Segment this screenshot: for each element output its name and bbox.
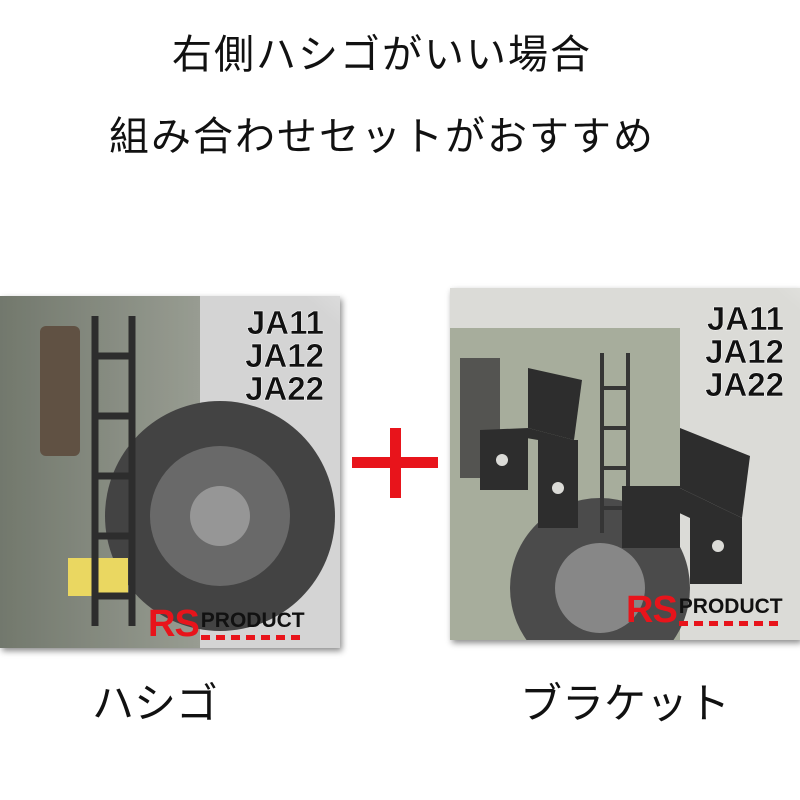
headline-line-2: 組み合わせセットがおすすめ [109,114,655,160]
model-ja22: JA22 [705,366,784,403]
plus-icon [352,428,438,498]
brand-dashed-underline [678,621,783,626]
brand-product-text: PRODUCT [200,609,305,632]
ladder-caption: ハシゴ [92,679,219,728]
bracket-photo [450,288,800,640]
ladder-photo [0,296,340,648]
ladder-product-image: JA11 JA12 JA22 RS PRODUCT [0,296,340,648]
model-ja12: JA12 [705,333,784,370]
headline-line-1: 右側ハシゴがいい場合 [172,32,592,78]
brand-rs: RS [148,603,200,645]
model-ja12: JA12 [245,337,324,374]
compatible-models: JA11 JA12 JA22 [245,304,325,407]
brand-product-text: PRODUCT [678,595,783,618]
brand-dashed-underline [200,635,305,640]
bracket-product-image: JA11 JA12 JA22 RS PRODUCT [450,288,800,640]
brand-logo: RS PRODUCT [148,602,305,645]
model-ja22: JA22 [245,370,324,407]
bracket-caption: ブラケット [520,679,731,728]
compatible-models: JA11 JA12 JA22 [705,300,785,403]
brand-product: PRODUCT [200,609,305,642]
brand-logo: RS PRODUCT [626,588,783,631]
brand-rs: RS [626,589,678,631]
model-ja11: JA11 [246,304,325,341]
brand-product: PRODUCT [678,595,783,628]
model-ja11: JA11 [706,300,785,337]
